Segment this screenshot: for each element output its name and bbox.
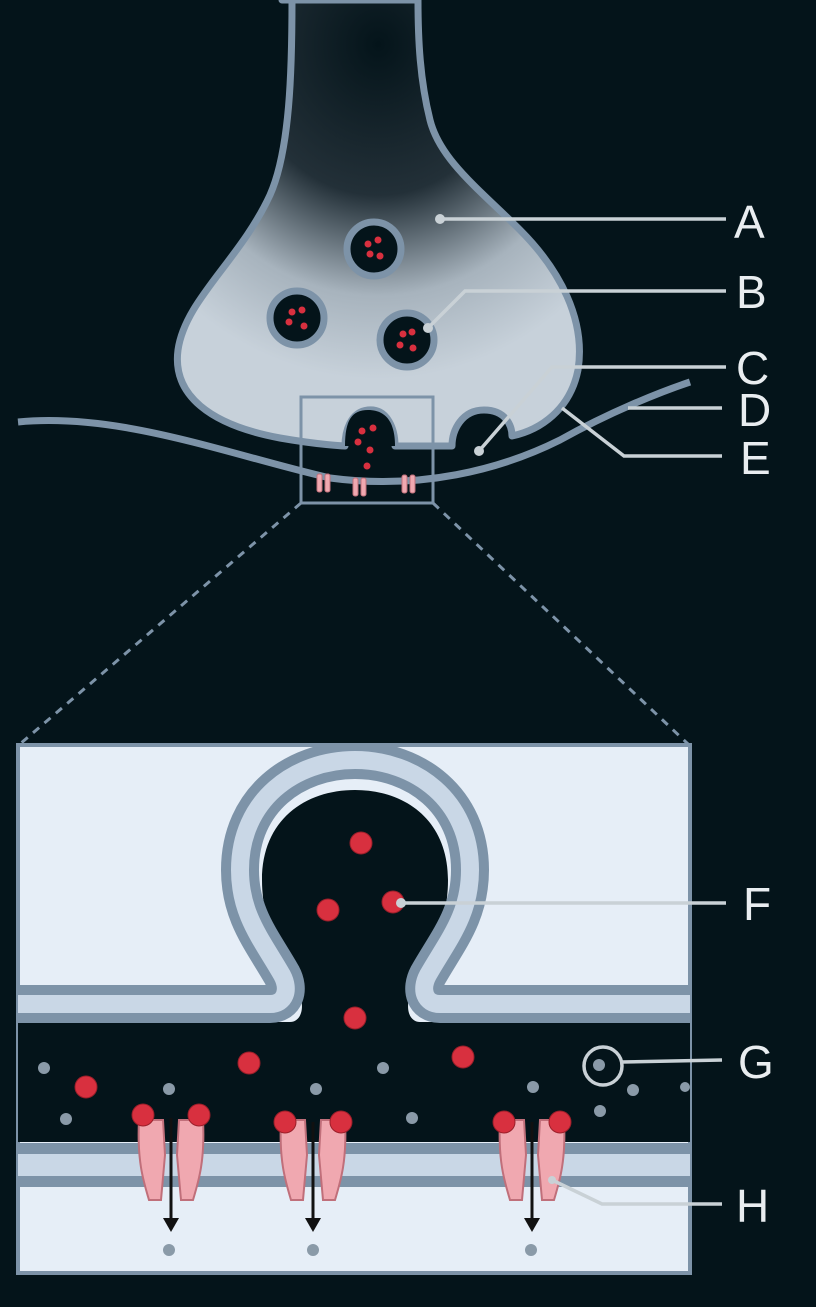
leader-h — [548, 1176, 722, 1206]
leader-c — [474, 365, 726, 456]
receptor-channel — [273, 1110, 353, 1232]
vesicle — [343, 218, 405, 280]
inset — [16, 743, 692, 1275]
vesicle-contents — [285, 236, 417, 352]
leader-a — [435, 214, 726, 224]
label-c: C — [736, 342, 769, 394]
leader-e — [560, 406, 722, 458]
synaptic-cleft — [18, 790, 690, 1142]
neurotransmitter — [349, 831, 373, 855]
label-e: E — [740, 432, 771, 484]
ions — [38, 1059, 690, 1256]
neurotransmitter — [343, 1006, 367, 1030]
neurotransmitters — [74, 831, 475, 1099]
label-h: H — [736, 1180, 769, 1232]
neurotransmitter — [451, 1045, 475, 1069]
label-b: B — [736, 266, 767, 318]
leader-g — [582, 1045, 723, 1087]
label-d: D — [738, 384, 771, 436]
receptor-channel — [492, 1110, 572, 1232]
labels: A B C D E F G H — [734, 196, 774, 1232]
vesicle — [266, 287, 328, 349]
receptor-channel — [131, 1103, 211, 1232]
zoom-guide-left — [19, 501, 302, 746]
fusing-vesicle-overview — [345, 410, 395, 470]
label-g: G — [738, 1036, 774, 1088]
vesicles — [266, 218, 438, 371]
neurotransmitter — [237, 1051, 261, 1075]
leader-f — [396, 898, 726, 908]
leader-b — [423, 289, 726, 333]
vesicle — [376, 309, 438, 371]
overview — [17, 0, 692, 746]
zoom-guide-right — [431, 501, 690, 746]
receptors-overview — [316, 473, 416, 497]
zoom-box — [299, 395, 435, 505]
label-a: A — [734, 196, 765, 248]
neurotransmitter — [74, 1075, 98, 1099]
neurotransmitter — [316, 898, 340, 922]
leader-lines — [396, 214, 726, 1206]
ion-highlight-circle — [582, 1045, 624, 1087]
receptor-channels — [131, 1103, 572, 1232]
label-f: F — [743, 878, 771, 930]
